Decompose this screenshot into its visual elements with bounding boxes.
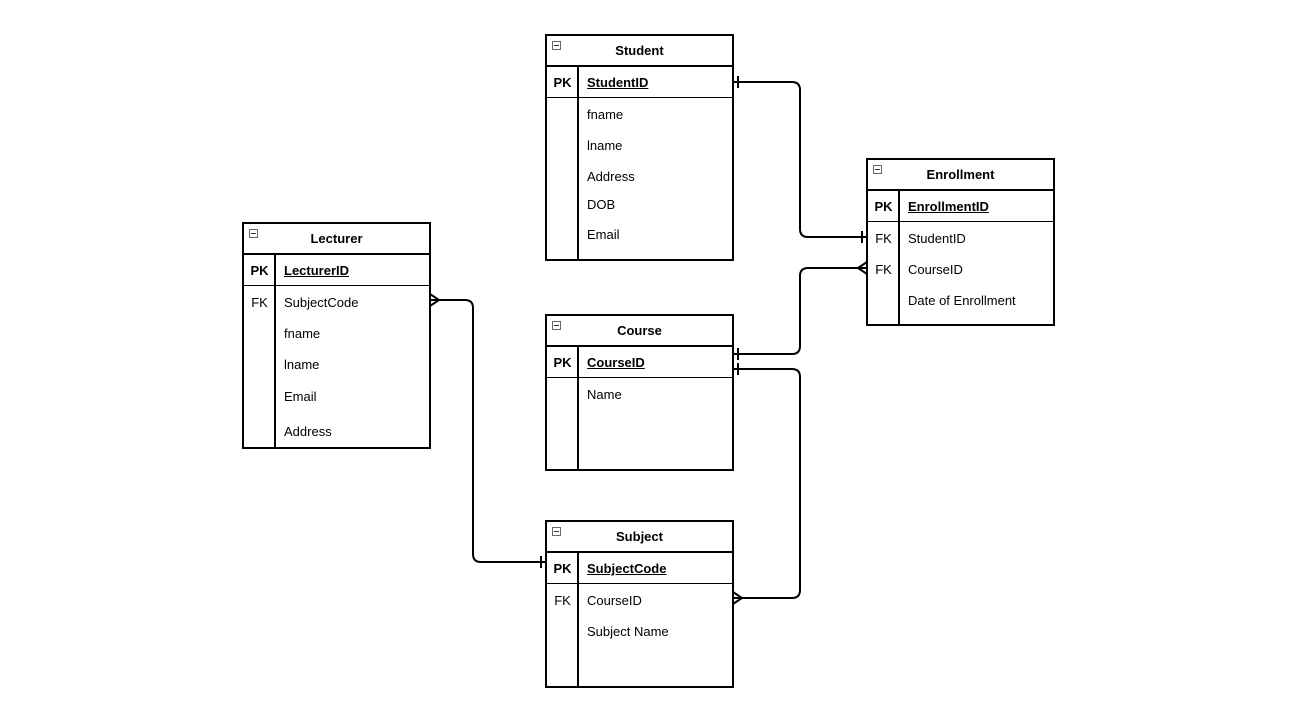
key-label <box>244 416 275 447</box>
key-label: FK <box>875 231 892 246</box>
primary-key-row[interactable]: PK LecturerID <box>244 255 429 286</box>
key-label <box>547 616 578 647</box>
key-label <box>547 99 578 130</box>
field-name: SubjectCode <box>284 295 359 310</box>
entity-header[interactable]: Student <box>547 36 732 67</box>
connector-course-subject <box>733 368 801 599</box>
pk-label: PK <box>250 263 269 278</box>
primary-key-row[interactable]: PK EnrollmentID <box>868 191 1053 222</box>
field-row[interactable]: lname <box>547 130 732 161</box>
pk-label: PK <box>874 199 893 214</box>
field-row[interactable]: Name <box>547 379 732 410</box>
pk-label: PK <box>553 355 572 370</box>
field-row[interactable]: FK CourseID <box>547 585 732 616</box>
entity-title: Lecturer <box>310 231 363 246</box>
primary-key-row[interactable]: PK CourseID <box>547 347 732 378</box>
key-label <box>547 130 578 161</box>
entity-subject[interactable]: Subject PK SubjectCode FK CourseID Subje… <box>545 520 734 688</box>
field-name: CourseID <box>908 262 963 277</box>
field-row[interactable]: FK CourseID <box>868 254 1053 285</box>
collapse-icon[interactable] <box>552 321 561 330</box>
collapse-icon[interactable] <box>552 41 561 50</box>
entity-header[interactable]: Lecturer <box>244 224 429 255</box>
pk-label: PK <box>553 561 572 576</box>
field-name: Name <box>587 387 622 402</box>
entity-title: Course <box>617 323 662 338</box>
pk-field: EnrollmentID <box>908 199 989 214</box>
field-row[interactable]: Email <box>244 381 429 412</box>
collapse-icon[interactable] <box>873 165 882 174</box>
primary-key-row[interactable]: PK StudentID <box>547 67 732 98</box>
key-label <box>244 318 275 349</box>
field-row[interactable]: Email <box>547 219 732 250</box>
field-row[interactable]: DOB <box>547 189 732 220</box>
entity-course[interactable]: Course PK CourseID Name <box>545 314 734 471</box>
entity-title: Enrollment <box>926 167 995 182</box>
collapse-icon[interactable] <box>552 527 561 536</box>
field-row[interactable]: fname <box>547 99 732 130</box>
many-marker-lecturer-subjectcode <box>429 293 441 307</box>
entity-enrollment[interactable]: Enrollment PK EnrollmentID FK StudentID … <box>866 158 1055 326</box>
field-row[interactable]: Date of Enrollment <box>868 285 1053 316</box>
field-row[interactable]: Subject Name <box>547 616 732 647</box>
entity-title: Subject <box>616 529 663 544</box>
key-column-divider <box>577 67 579 259</box>
connector-course-enrollment <box>733 267 867 355</box>
connector-student-enrollment <box>733 81 867 238</box>
key-column-divider <box>577 553 579 686</box>
entity-header[interactable]: Enrollment <box>868 160 1053 191</box>
entity-lecturer[interactable]: Lecturer PK LecturerID FK SubjectCode fn… <box>242 222 431 449</box>
field-name: lname <box>284 357 320 372</box>
key-label <box>547 161 578 192</box>
field-row[interactable]: FK SubjectCode <box>244 287 429 318</box>
pk-field: CourseID <box>587 355 645 370</box>
key-label: FK <box>875 262 892 277</box>
connector-subject-lecturer <box>430 299 546 563</box>
field-name: CourseID <box>587 593 642 608</box>
field-row[interactable]: Address <box>244 416 429 447</box>
key-label <box>244 381 275 412</box>
key-label: FK <box>251 295 268 310</box>
key-label <box>547 189 578 220</box>
pk-field: LecturerID <box>284 263 350 278</box>
field-name: DOB <box>587 197 616 212</box>
key-label <box>868 285 899 316</box>
key-label <box>547 379 578 410</box>
field-row[interactable]: Address <box>547 161 732 192</box>
many-marker-subject-courseid <box>732 591 744 605</box>
key-column-divider <box>577 347 579 469</box>
field-name: lname <box>587 138 623 153</box>
field-name: fname <box>284 326 321 341</box>
field-name: Subject Name <box>587 624 669 639</box>
entity-student[interactable]: Student PK StudentID fname lname Address… <box>545 34 734 261</box>
pk-field: StudentID <box>587 75 649 90</box>
field-name: Date of Enrollment <box>908 293 1016 308</box>
entity-header[interactable]: Subject <box>547 522 732 553</box>
field-name: fname <box>587 107 624 122</box>
primary-key-row[interactable]: PK SubjectCode <box>547 553 732 584</box>
field-row[interactable]: lname <box>244 349 429 380</box>
entity-title: Student <box>615 43 664 58</box>
field-name: Email <box>284 389 317 404</box>
field-name: Address <box>284 424 332 439</box>
key-column-divider <box>274 255 276 447</box>
key-label <box>547 219 578 250</box>
entity-header[interactable]: Course <box>547 316 732 347</box>
pk-field: SubjectCode <box>587 561 667 576</box>
field-name: Email <box>587 227 620 242</box>
field-row[interactable]: fname <box>244 318 429 349</box>
field-name: Address <box>587 169 635 184</box>
collapse-icon[interactable] <box>249 229 258 238</box>
pk-label: PK <box>553 75 572 90</box>
key-label: FK <box>554 593 571 608</box>
field-name: StudentID <box>908 231 966 246</box>
key-label <box>244 349 275 380</box>
field-row[interactable]: FK StudentID <box>868 223 1053 254</box>
key-column-divider <box>898 191 900 324</box>
